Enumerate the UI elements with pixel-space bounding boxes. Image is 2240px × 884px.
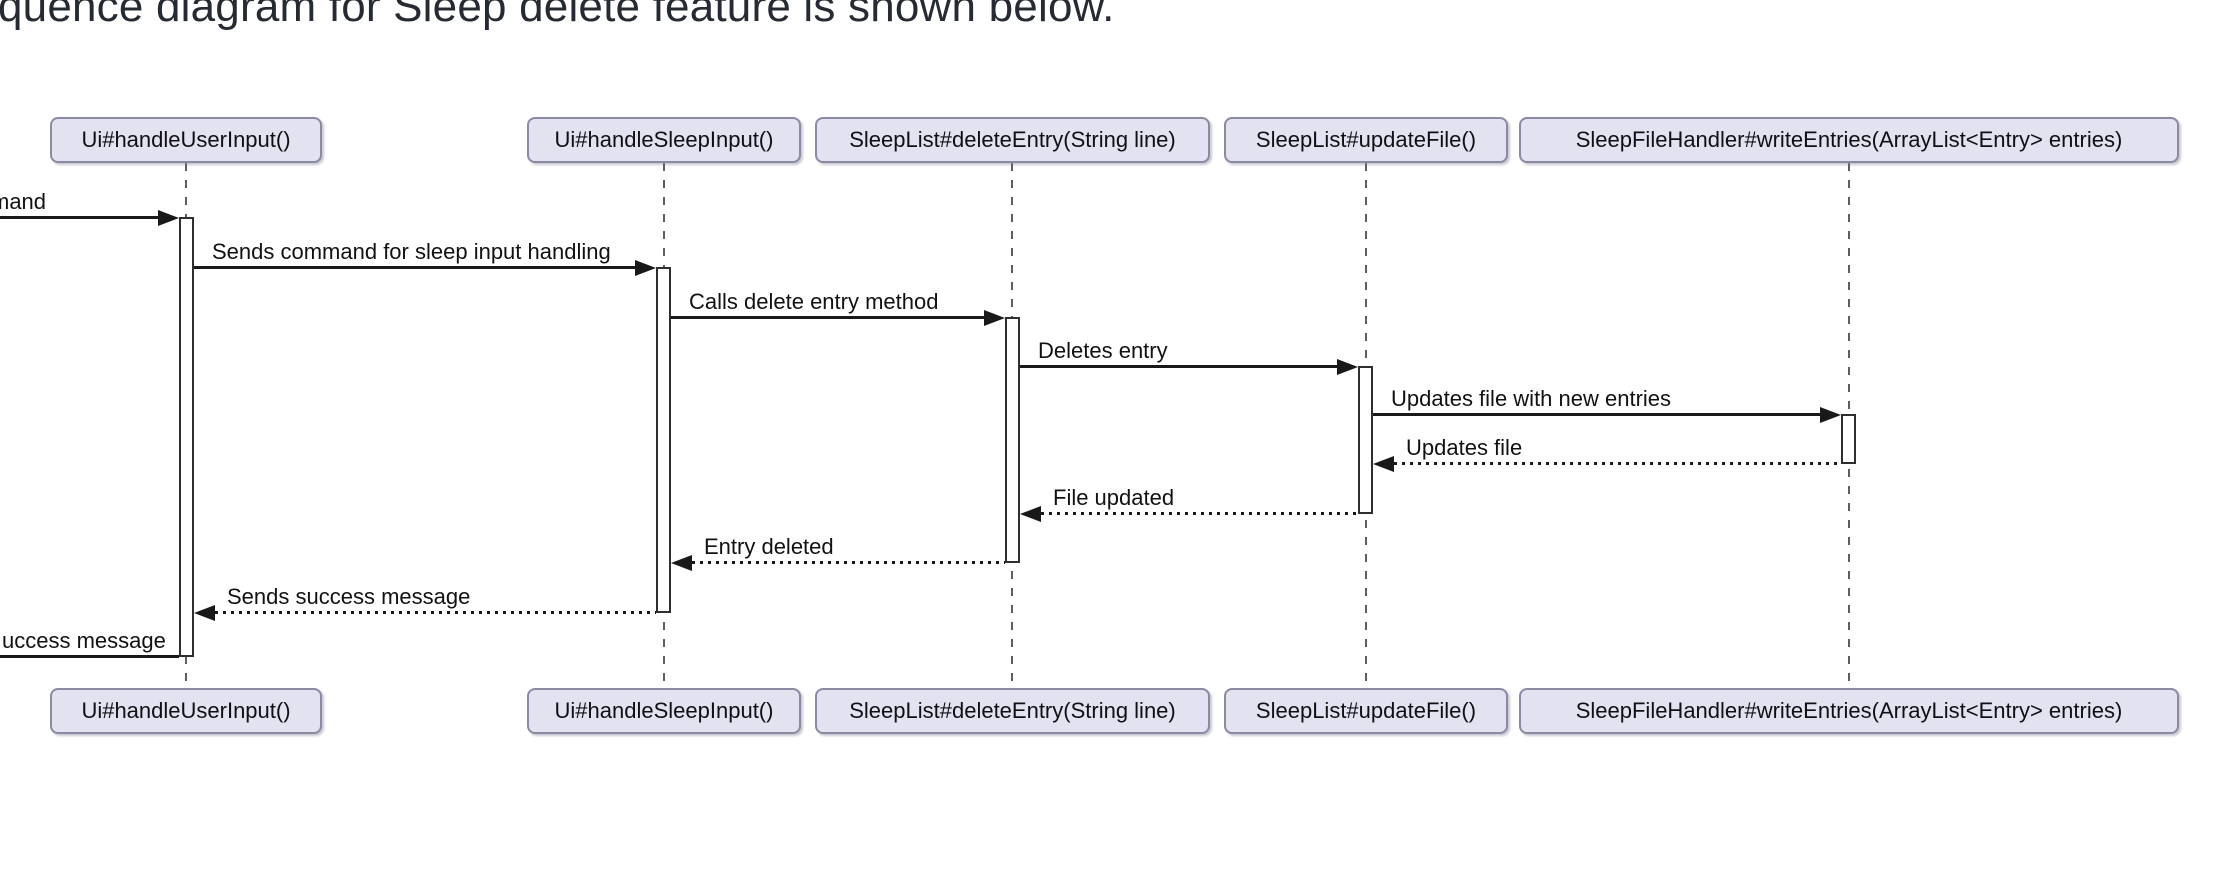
- message-5-label: Updates file with new entries: [1391, 386, 1672, 411]
- participant-box-top-ui-handleuserinput: Ui#handleUserInput(): [50, 117, 322, 163]
- message-3-label: Calls delete entry method: [689, 289, 939, 314]
- message-5-line: [1373, 413, 1821, 416]
- message-8-line: [692, 561, 1005, 564]
- participant-box-bottom-sleeplist-deleteentry: SleepList#deleteEntry(String line): [815, 688, 1210, 734]
- message-7-line: [1041, 512, 1358, 515]
- participant-box-top-ui-handlesleepinput: Ui#handleSleepInput(): [527, 117, 801, 163]
- message-3-line: [671, 316, 985, 319]
- activation-sleeplist-updatefile: [1358, 366, 1373, 514]
- message-5-arrowhead-icon: [1820, 407, 1841, 423]
- participant-box-bottom-sleepfilehandler-writeentries: SleepFileHandler#writeEntries(ArrayList<…: [1519, 688, 2179, 734]
- message-9-line: [215, 611, 656, 614]
- message-4-line: [1020, 365, 1338, 368]
- activation-ui-handleuserinput: [179, 217, 194, 657]
- message-1-label: mand: [0, 189, 47, 214]
- message-9-label: Sends success message: [227, 584, 471, 609]
- participant-box-top-sleeplist-updatefile: SleepList#updateFile(): [1224, 117, 1508, 163]
- message-3-arrowhead-icon: [984, 310, 1005, 326]
- message-9-arrowhead-icon: [194, 605, 215, 621]
- participant-box-top-sleeplist-deleteentry: SleepList#deleteEntry(String line): [815, 117, 1210, 163]
- participant-box-bottom-ui-handlesleepinput: Ui#handleSleepInput(): [527, 688, 801, 734]
- activation-sleeplist-deleteentry: [1005, 317, 1020, 563]
- activation-sleepfilehandler-writeentries: [1841, 414, 1856, 464]
- message-2-arrowhead-icon: [635, 260, 656, 276]
- activation-ui-handlesleepinput: [656, 267, 671, 613]
- message-8-label: Entry deleted: [704, 534, 834, 559]
- participant-box-bottom-sleeplist-updatefile: SleepList#updateFile(): [1224, 688, 1508, 734]
- message-8-arrowhead-icon: [671, 555, 692, 571]
- message-4-arrowhead-icon: [1337, 359, 1358, 375]
- message-6-line: [1394, 462, 1841, 465]
- message-2-line: [194, 266, 636, 269]
- message-10-label: uccess message: [2, 628, 166, 653]
- message-4-label: Deletes entry: [1038, 338, 1168, 363]
- message-1-line: [0, 216, 160, 219]
- message-10-line: [0, 655, 179, 658]
- message-6-label: Updates file: [1406, 435, 1523, 460]
- page-heading: quence diagram for Sleep delete feature …: [0, 0, 1115, 31]
- participant-box-top-sleepfilehandler-writeentries: SleepFileHandler#writeEntries(ArrayList<…: [1519, 117, 2179, 163]
- participant-box-bottom-ui-handleuserinput: Ui#handleUserInput(): [50, 688, 322, 734]
- message-6-arrowhead-icon: [1373, 456, 1394, 472]
- message-7-label: File updated: [1053, 485, 1175, 510]
- message-1-arrowhead-icon: [158, 210, 179, 226]
- message-2-label: Sends command for sleep input handling: [212, 239, 611, 264]
- message-7-arrowhead-icon: [1020, 506, 1041, 522]
